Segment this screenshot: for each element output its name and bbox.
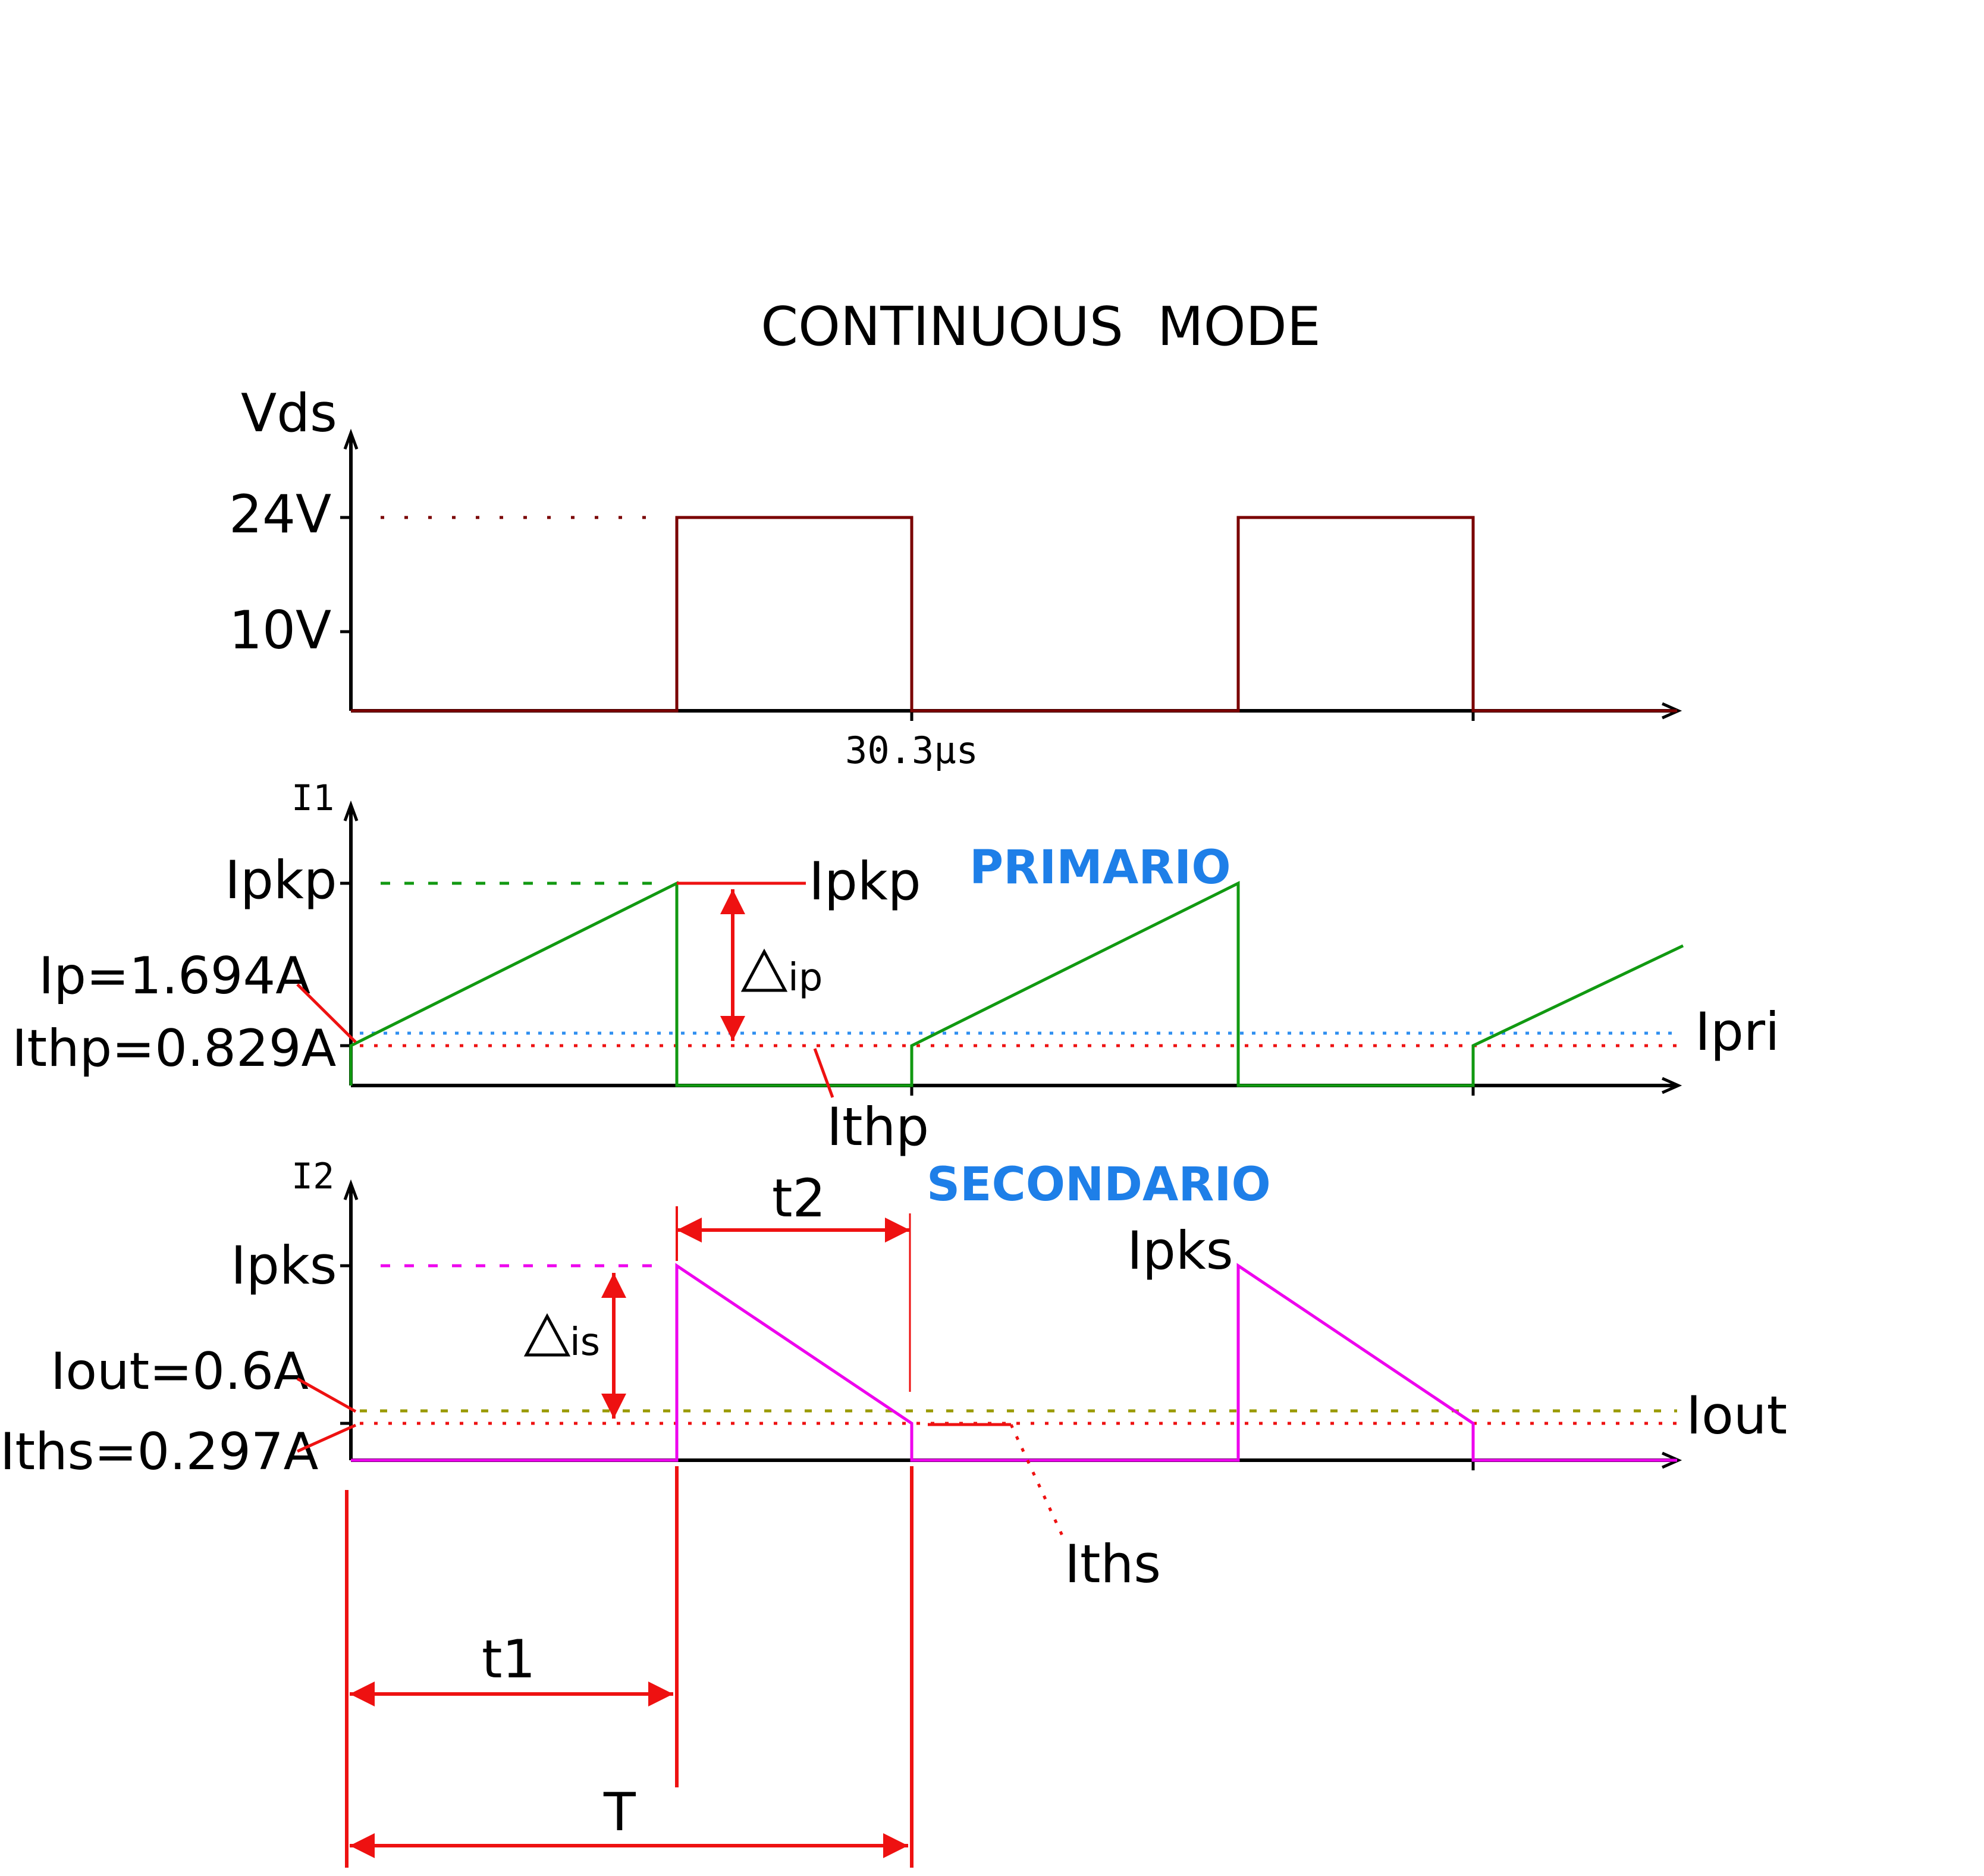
diagram-title: CONTINUOUS MODE [761, 296, 1320, 358]
t1-label: t1 [482, 1629, 536, 1690]
vds-level-10v: 10V [229, 600, 331, 661]
i2-iths-value: Iths=0.297A [0, 1422, 319, 1482]
i2-iths-callout: Iths [1065, 1533, 1161, 1595]
vds-x-arrow [1661, 702, 1682, 720]
i1-section-label: PRIMARIO [969, 841, 1231, 895]
vds-level-24v: 24V [229, 484, 331, 545]
i2-section-label: SECONDARIO [927, 1158, 1271, 1212]
i2-ipks-right: Ipks [1127, 1220, 1233, 1281]
i2-x-arrow [1661, 1451, 1682, 1469]
secondary-panel: I2 Ipks Iout=0.6A Iths=0.297A SECONDARIO… [0, 1156, 1787, 1595]
i1-ipri-label: Ipri [1695, 1001, 1779, 1062]
iths-leader [296, 1423, 357, 1453]
delta-ip-label: ip [740, 948, 823, 1000]
primary-panel: I1 Ipkp Ip=1.694A Ithp=0.829A PRIMARIO I… [12, 777, 1779, 1157]
primary-current-waveform [349, 880, 1684, 1087]
vds-axis-label: Vds [241, 382, 337, 444]
iout-leader [296, 1377, 357, 1413]
i1-y-arrow [343, 800, 359, 821]
i2-iout-label: Iout [1686, 1385, 1787, 1446]
i2-axis-label: I2 [291, 1156, 334, 1197]
i2-ipks-left: Ipks [231, 1235, 337, 1296]
vds-waveform [351, 516, 1677, 713]
i2-t2-label: t2 [772, 1168, 826, 1229]
i1-ithp-callout: Ithp [827, 1096, 929, 1157]
i2-y-arrow [343, 1179, 359, 1200]
vds-panel: Vds 24V 10V 30.3µs [229, 382, 1682, 772]
timing-annotations: t1 T [345, 1466, 913, 1868]
delta-is-subscript: is [570, 1320, 600, 1364]
period-label: T [603, 1781, 636, 1843]
delta-ip-subscript: ip [788, 956, 823, 1000]
delta-is-label: is [523, 1313, 600, 1364]
secondary-current-waveform [351, 1263, 1677, 1462]
i1-axis-label: I1 [291, 777, 334, 819]
i2-iout-value: Iout=0.6A [51, 1342, 309, 1401]
ithp-leader [813, 1048, 834, 1098]
i1-ipkp-right: Ipkp [809, 851, 921, 912]
i1-ipkp-left: Ipkp [225, 849, 337, 911]
i1-x-arrow [1661, 1077, 1682, 1094]
ip-leader [296, 983, 357, 1043]
iths-callout-dotted [1009, 1423, 1066, 1542]
i1-ip-value: Ip=1.694A [39, 946, 310, 1006]
vds-y-arrow [343, 428, 359, 450]
vds-time-mark: 30.3µs [845, 729, 978, 772]
delta-is-triangle-icon [523, 1313, 571, 1357]
i1-ithp-value: Ithp=0.829A [12, 1019, 336, 1078]
delta-ip-triangle-icon [740, 948, 788, 992]
